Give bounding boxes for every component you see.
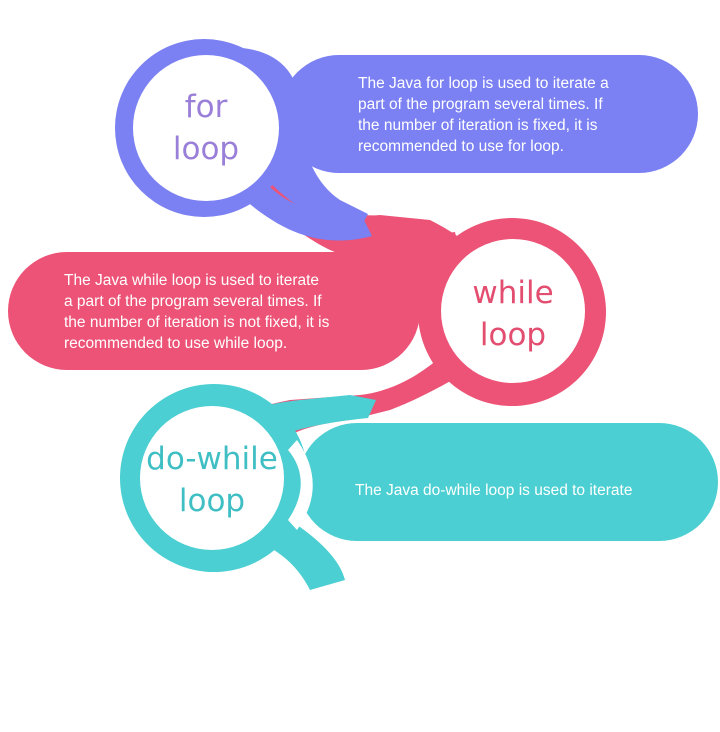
while-loop-title-line-1: while: [472, 275, 554, 311]
while-loop-description-panel: [8, 252, 420, 370]
for-loop-title-line-1: for: [184, 89, 228, 125]
dowhile-loop-description-line-4: must have to execute the loop at least o…: [355, 671, 659, 688]
dowhile-loop-title-line-2: loop: [178, 483, 246, 519]
while-loop-title: while loop: [453, 272, 573, 356]
dowhile-loop-description-panel: [298, 423, 718, 541]
while-loop-description-line-1: The Java while loop is used to iterate: [64, 272, 320, 289]
for-loop-description-line-1: The Java for loop is used to iterate a: [358, 75, 609, 92]
infographic-shapes: [8, 39, 718, 590]
while-loop-description-line-2: a part of the program several times. If: [64, 293, 322, 310]
dowhile-loop-description-line-3: if the number of iteration is not fixed …: [355, 608, 661, 625]
dowhile-loop-title-line-1: do-while: [146, 441, 278, 477]
while-loop-description: The Java while loop is used to iterate a…: [64, 270, 329, 354]
while-loop-description-line-4: recommended to use while loop.: [64, 335, 288, 352]
dowhile-loop-description: The Java do-while loop is used to iterat…: [355, 438, 660, 732]
while-loop-description-line-3: the number of iteration is not fixed, it…: [64, 314, 330, 331]
for-loop-description-panel: [280, 55, 698, 173]
for-loop-description-line-3: the number of iteration is fixed, it is: [358, 117, 598, 134]
for-loop-description: The Java for loop is used to iterate a p…: [358, 73, 609, 157]
while-loop-title-line-2: loop: [479, 317, 547, 353]
dowhile-loop-title: do-while loop: [137, 438, 287, 522]
for-loop-circle: [133, 55, 279, 201]
while-loop-circle: [441, 239, 585, 383]
dowhile-loop-description-line-1: The Java do-while loop is used to iterat…: [355, 482, 633, 499]
dowhile-loop-circle: [140, 406, 284, 550]
for-loop-description-line-4: recommended to use for loop.: [358, 138, 564, 155]
loop-types-infographic: for loop while loop do-while loop The Ja…: [8, 39, 718, 590]
dowhile-loop-description-line-2: a part of the program several times. Use…: [355, 545, 648, 562]
for-loop-title-line-2: loop: [172, 131, 240, 167]
for-loop-title: for loop: [146, 86, 266, 170]
for-loop-description-line-2: part of the program several times. If: [358, 96, 603, 113]
dowhile-panel-gap: [288, 440, 313, 530]
